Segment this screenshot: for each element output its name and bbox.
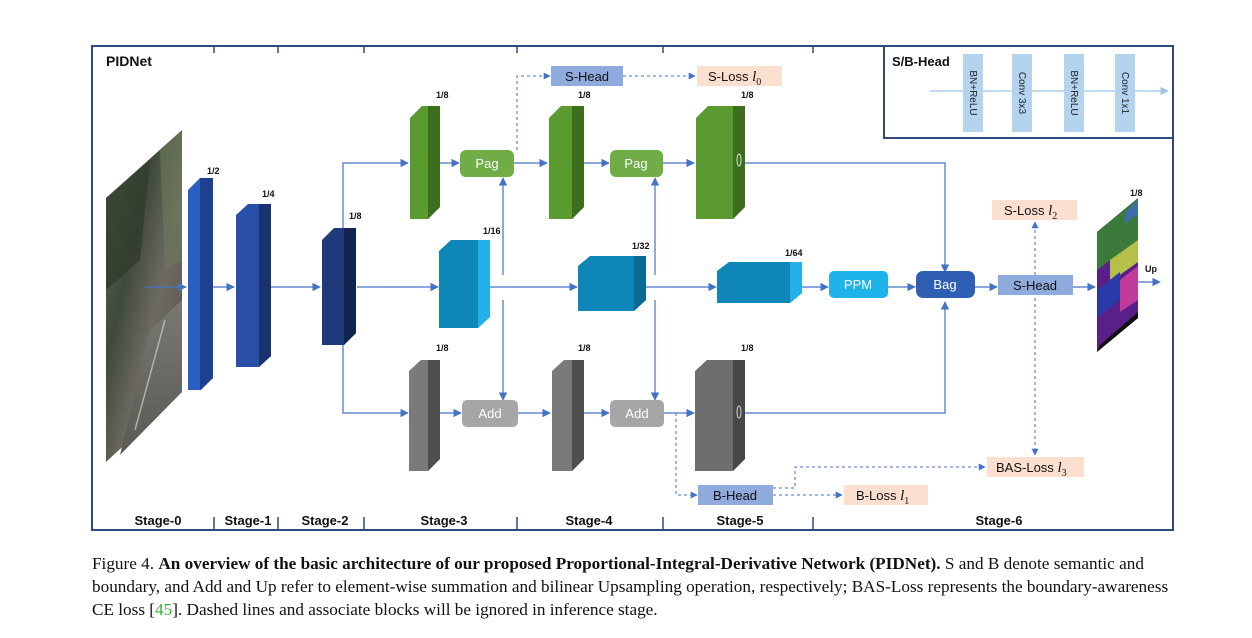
inset-layer-4-label: Conv 1x1 [1119,72,1130,115]
i-branch [439,240,1073,328]
p-branch [410,106,745,219]
ratio-d-c: 1/8 [741,343,754,353]
ratio-d-b: 1/8 [578,343,591,353]
inset-layer-1-label: BN+ReLU [967,70,978,115]
s-head-top-label: S-Head [565,69,609,84]
ratio-stage3: 1/8 [349,211,362,221]
stage-1-label: Stage-1 [225,513,272,528]
backbone-arrows [145,158,1161,418]
loss-l0-label: S-Loss l0 [708,69,761,88]
figure-caption: Figure 4. An overview of the basic archi… [92,552,1192,621]
ratio-p-top: 1/8 [436,90,449,100]
ratio-i-c: 1/64 [785,248,803,258]
ratio-stage2: 1/4 [262,189,275,199]
add-block-2 [610,400,664,427]
ratio-p-mid: 1/8 [578,90,591,100]
sb-head-inset: S/B-Head BN+ReLU Conv 3x3 BN+ReLU Conv 1… [883,45,1174,139]
loss-l3-label: BAS-Loss l3 [996,460,1067,479]
diagram-frame [91,45,1174,531]
caption-fig-number: Figure 4. [92,554,159,573]
ratio-i-a: 1/16 [483,226,501,236]
ppm-block [829,271,888,298]
d-branch [409,360,745,471]
ratio-output: 1/8 [1130,188,1143,198]
diagram-title: PIDNet [106,53,152,69]
loss-l3-box [987,457,1084,477]
stage-5-label: Stage-5 [717,513,764,528]
inset-layer-2-label: Conv 3x3 [1016,72,1027,115]
inset-layer-3 [1064,54,1084,132]
caption-text-2: ]. Dashed lines and associate blocks wil… [172,600,658,619]
inset-layer-2 [1012,54,1032,132]
ratio-d-a: 1/8 [436,343,449,353]
loss-l2-label: S-Loss l2 [1004,203,1057,222]
pag-block-1 [460,150,514,177]
stage-6-label: Stage-6 [976,513,1023,528]
loss-l2-box [992,200,1077,220]
stage-2-label: Stage-2 [302,513,349,528]
loss-l1-box [844,485,928,505]
output-segmentation [1097,198,1138,352]
stage-4-label: Stage-4 [566,513,614,528]
stage-0-label: Stage-0 [135,513,182,528]
up-label: Up [1145,264,1157,274]
ratio-i-b: 1/32 [632,241,650,251]
pag-2-label: Pag [624,156,647,171]
inset-layer-4 [1115,54,1135,132]
ppm-label: PPM [844,277,872,292]
s-head-main-label: S-Head [1013,278,1057,293]
pag-1-label: Pag [475,156,498,171]
b-head-block [698,485,773,505]
ratio-p-end: 1/8 [741,90,754,100]
pag-block-2 [610,150,663,177]
caption-text-1: S and B denote semantic and boundary, an… [92,554,1169,619]
add-1-label: Add [478,406,501,421]
input-image [106,130,182,462]
ratio-stage1: 1/2 [207,166,220,176]
caption-citation-link[interactable]: 45 [155,600,173,619]
s-head-main-block [998,275,1073,295]
b-head-label: B-Head [713,488,757,503]
stage-3-label: Stage-3 [421,513,468,528]
stage-footer: Stage-0 Stage-1 Stage-2 Stage-3 Stage-4 … [135,513,1023,530]
add-2-label: Add [625,406,648,421]
add-block-1 [462,400,518,427]
caption-bold: An overview of the basic architecture of… [158,554,941,573]
inset-title: S/B-Head [892,54,950,69]
pidnet-diagram: PIDNet S/B-Head BN+ReLU Conv 3x3 BN+ReLU… [91,45,1174,531]
bag-block [916,271,975,298]
bag-label: Bag [933,277,956,292]
s-head-top-block [551,66,623,86]
backbone-blocks [188,178,356,390]
loss-l0-box [697,66,782,86]
dashed-arrows [516,72,1039,499]
loss-l1-label: B-Loss l1 [856,488,909,507]
inset-layer-1 [963,54,983,132]
inset-layer-3-label: BN+ReLU [1068,70,1079,115]
top-ticks [213,46,814,53]
